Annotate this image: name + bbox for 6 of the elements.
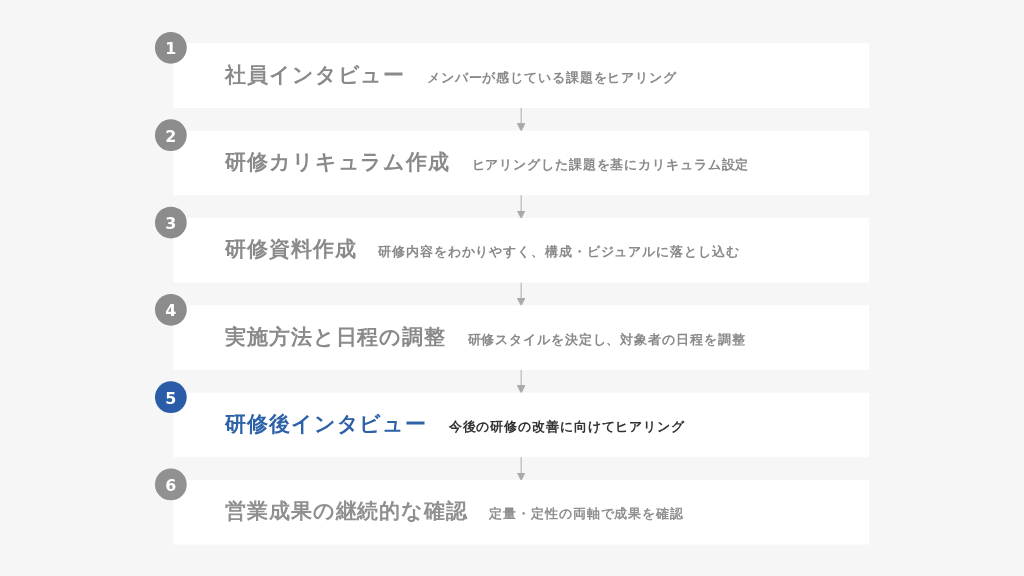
step-number-badge: 4 (155, 293, 187, 326)
step-number-badge: 5 (155, 381, 187, 414)
step-number-badge: 2 (155, 119, 187, 152)
step-number-badge: 6 (155, 468, 187, 501)
step-number-badge: 3 (155, 206, 187, 239)
step-number-badge: 1 (155, 31, 187, 64)
